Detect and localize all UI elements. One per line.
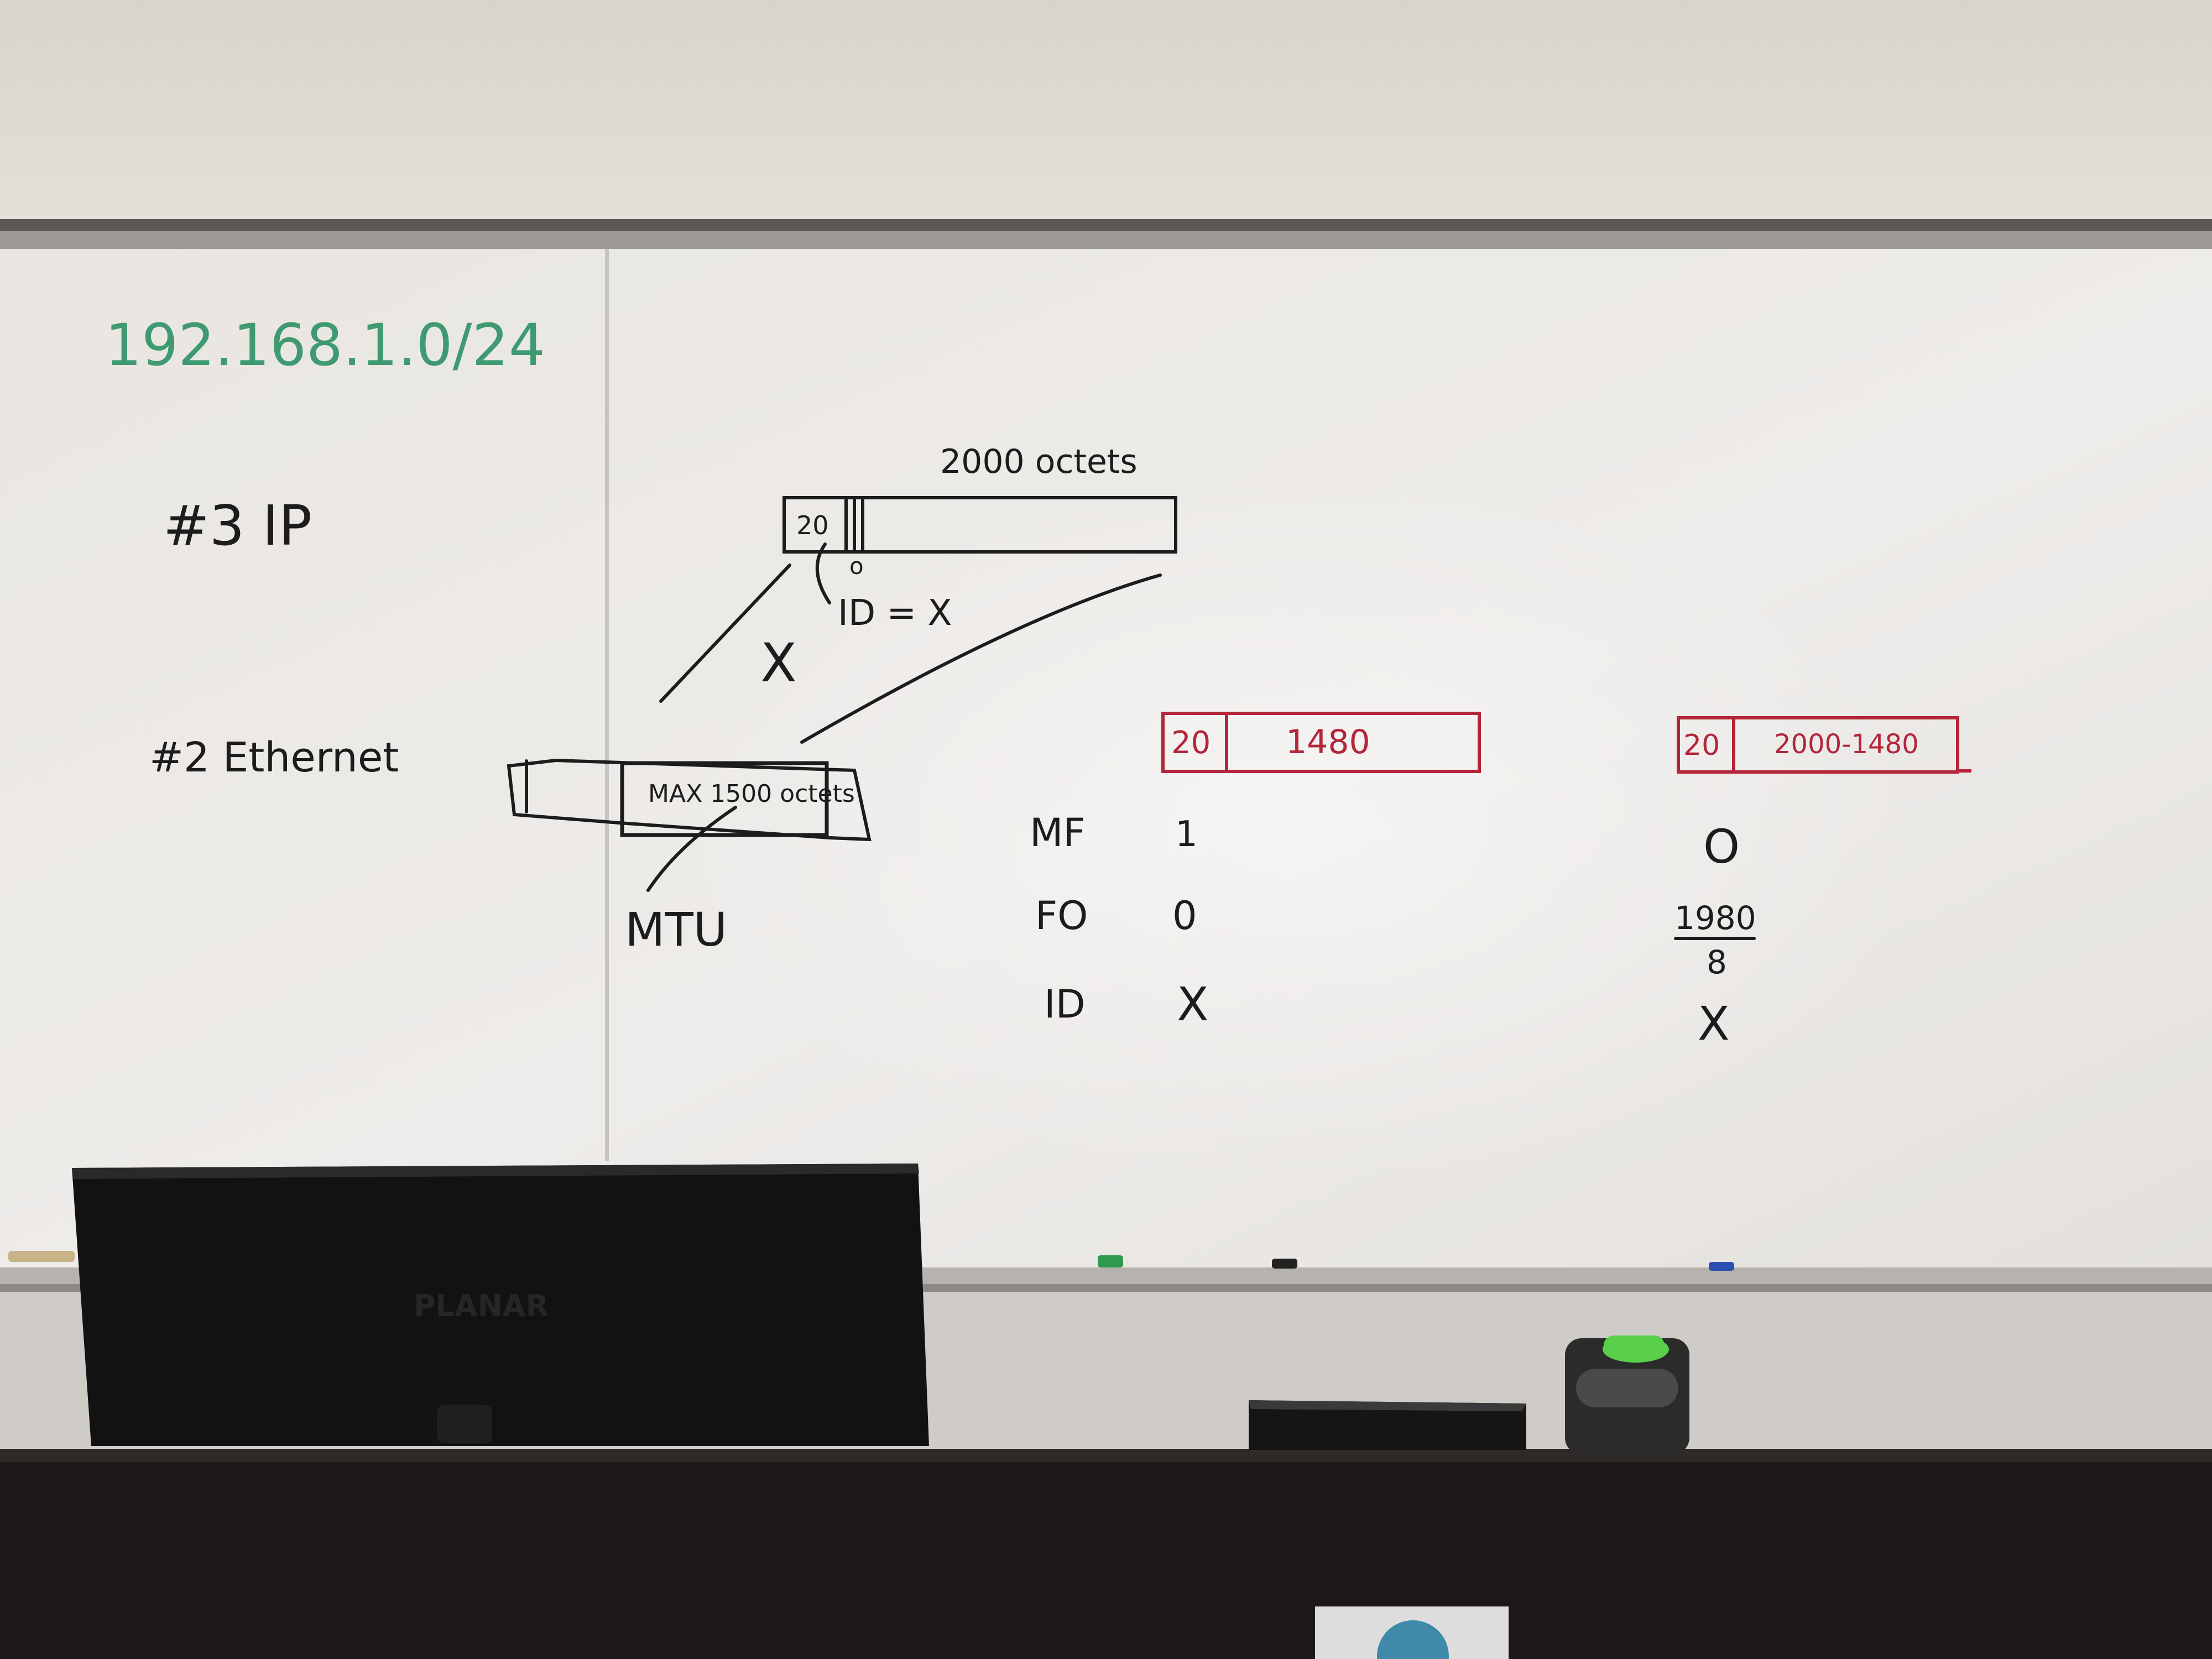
fragment-1: 20 1480 1 0 X (1161, 712, 1481, 1031)
fragment-2-fo-denominator: 8 (1707, 943, 1727, 981)
eraser-pen (8, 1251, 75, 1262)
board-glare (664, 470, 1936, 1189)
subnet-label: 192.168.1.0/24 (105, 311, 545, 379)
fragment-2-id: X (1698, 997, 1730, 1051)
black-marker (1272, 1259, 1297, 1269)
ip-offset-mark: o (849, 552, 864, 580)
fragment-2-header: 20 (1683, 729, 1720, 762)
board-top-rail (0, 219, 2212, 231)
layer2-label: #2 Ethernet (149, 734, 399, 781)
fragment-2-mf: O (1703, 820, 1740, 874)
fragment-2-payload: 2000-1480 (1774, 729, 1919, 760)
field-fo-label: FO (1035, 893, 1088, 938)
green-marker (1098, 1255, 1123, 1267)
wall (0, 0, 2212, 221)
fragment-2-fo-numerator: 1980 (1674, 899, 1756, 937)
desk (0, 1449, 2212, 1659)
ip-header-label: 20 (796, 510, 829, 540)
field-id-label: ID (1044, 982, 1086, 1027)
ip-packet: 2000 octets 20 o ID = X X (659, 442, 1177, 744)
board-top-frame (0, 231, 2212, 249)
fragment-1-mf: 1 (1175, 814, 1198, 855)
field-mf-label: MF (1030, 810, 1086, 855)
fragment-1-header: 20 (1171, 725, 1211, 761)
water-bottle (1565, 1335, 1689, 1454)
fragment-1-fo: 0 (1172, 893, 1197, 938)
monitor: PLANAR (72, 1164, 929, 1446)
mtu-label: MTU (625, 902, 727, 957)
monitor-brand: PLANAR (414, 1288, 549, 1323)
desk-device (1249, 1400, 1526, 1450)
fragment-1-id: X (1177, 977, 1209, 1031)
fragment-2: 20 2000-1480 O 1980 8 X (1674, 716, 1971, 1051)
ethernet-frame: MAX 1500 octets (507, 758, 872, 842)
ip-cross: X (760, 632, 797, 694)
ethernet-max-label: MAX 1500 octets (648, 780, 855, 808)
encapsulation-line-right (800, 573, 1162, 744)
sticker-logo (1377, 1620, 1449, 1659)
ip-size-label: 2000 octets (940, 442, 1138, 481)
board-panel-seam (605, 249, 609, 1161)
desk-edge (0, 1449, 2212, 1462)
mtu-pointer (646, 806, 737, 892)
encapsulation-line-left (659, 564, 791, 703)
layer3-label: #3 IP (163, 493, 312, 558)
fragment-1-payload: 1480 (1286, 723, 1370, 761)
blue-marker (1709, 1262, 1734, 1271)
ip-id-label: ID = X (838, 593, 952, 634)
